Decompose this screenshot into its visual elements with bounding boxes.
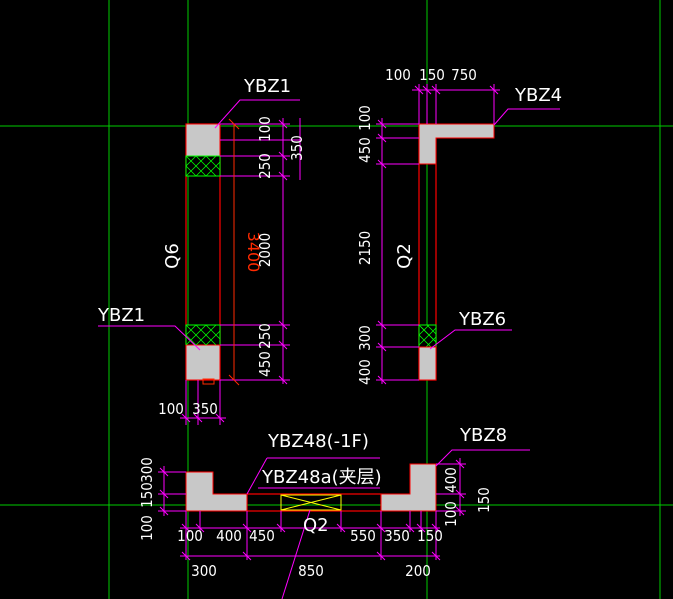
dim-right-top-100: 100	[385, 66, 411, 84]
dim-left-250-top: 250	[256, 153, 274, 179]
bottom-wall	[158, 449, 530, 599]
bottom-wall-dims	[158, 457, 466, 560]
dim-bottom-450: 450	[249, 527, 275, 545]
dim-bottom-100: 100	[177, 527, 203, 545]
ybz1-top-column	[185, 123, 221, 157]
dim-right-400: 400	[356, 359, 374, 385]
dim-left-2000: 2000	[256, 233, 274, 267]
dim-right-top-750: 750	[451, 66, 477, 84]
dim-left-width-350: 350	[192, 400, 218, 418]
dim-bottom-left-150: 150	[138, 482, 156, 508]
opening-cross	[280, 494, 342, 511]
leader-ybz1-bottom	[98, 325, 201, 351]
dim-bottom-right-400: 400	[442, 467, 460, 493]
dim-bottom-right-150: 150	[475, 487, 493, 513]
dim-bottom-left-300: 300	[138, 457, 156, 483]
total-dim-ticks	[228, 118, 240, 386]
right-ticks	[377, 85, 499, 385]
hatch-pattern	[185, 155, 221, 346]
dim-left-100: 100	[256, 116, 274, 142]
dim-bottom-550: 550	[350, 527, 376, 545]
dim-right-100: 100	[356, 105, 374, 131]
dim-bottom2-300: 300	[191, 562, 217, 580]
dim-bottom2-200: 200	[405, 562, 431, 580]
dim-bottom-left-100: 100	[138, 515, 156, 541]
label-ybz6: YBZ6	[458, 309, 506, 330]
dim-total-3400: 3400	[244, 232, 263, 273]
leader-ybz4	[493, 108, 560, 126]
label-wall-q2-bottom: Q2	[303, 515, 329, 536]
right-wall-dims	[376, 84, 500, 384]
left-wall-dims	[180, 118, 301, 425]
left-ticks	[181, 119, 288, 423]
leader-ybz6	[429, 329, 512, 350]
dim-right-top-150: 150	[419, 66, 445, 84]
dim-right-450: 450	[356, 137, 374, 163]
leader-q2-bottom	[281, 509, 311, 599]
dim-bottom-150: 150	[417, 527, 443, 545]
left-wall-q6	[98, 99, 301, 425]
label-ybz48: YBZ48(-1F)	[267, 431, 369, 452]
label-ybz1-bottom: YBZ1	[97, 305, 145, 326]
bottom-ticks	[159, 459, 465, 561]
label-wall-q2-right: Q2	[394, 243, 415, 269]
label-wall-q6: Q6	[162, 243, 183, 269]
dim-right-300: 300	[356, 325, 374, 351]
dim-bottom-400: 400	[216, 527, 242, 545]
label-ybz4: YBZ4	[514, 85, 562, 106]
label-ybz48a: YBZ48a(夹层)	[261, 467, 382, 488]
dim-left-250-bottom: 250	[256, 323, 274, 349]
label-ybz1-top: YBZ1	[243, 76, 291, 97]
hatch-right-pattern	[418, 324, 437, 348]
leader-ybz8	[435, 449, 530, 467]
small-marker	[202, 378, 215, 385]
dim-bottom2-850: 850	[298, 562, 324, 580]
opening-box	[280, 494, 342, 511]
right-wall-q2	[376, 84, 560, 385]
dim-left-450: 450	[256, 351, 274, 377]
dim-bottom-right-100: 100	[442, 501, 460, 527]
dim-left-350: 350	[288, 135, 306, 161]
dim-right-2150: 2150	[356, 231, 374, 265]
dim-bottom-350: 350	[384, 527, 410, 545]
leader-ybz1-top	[214, 99, 300, 129]
ybz1-bottom-column	[185, 344, 221, 381]
label-ybz8: YBZ8	[459, 425, 507, 446]
dim-left-width-100: 100	[158, 400, 184, 418]
ybz6-column	[418, 346, 437, 381]
